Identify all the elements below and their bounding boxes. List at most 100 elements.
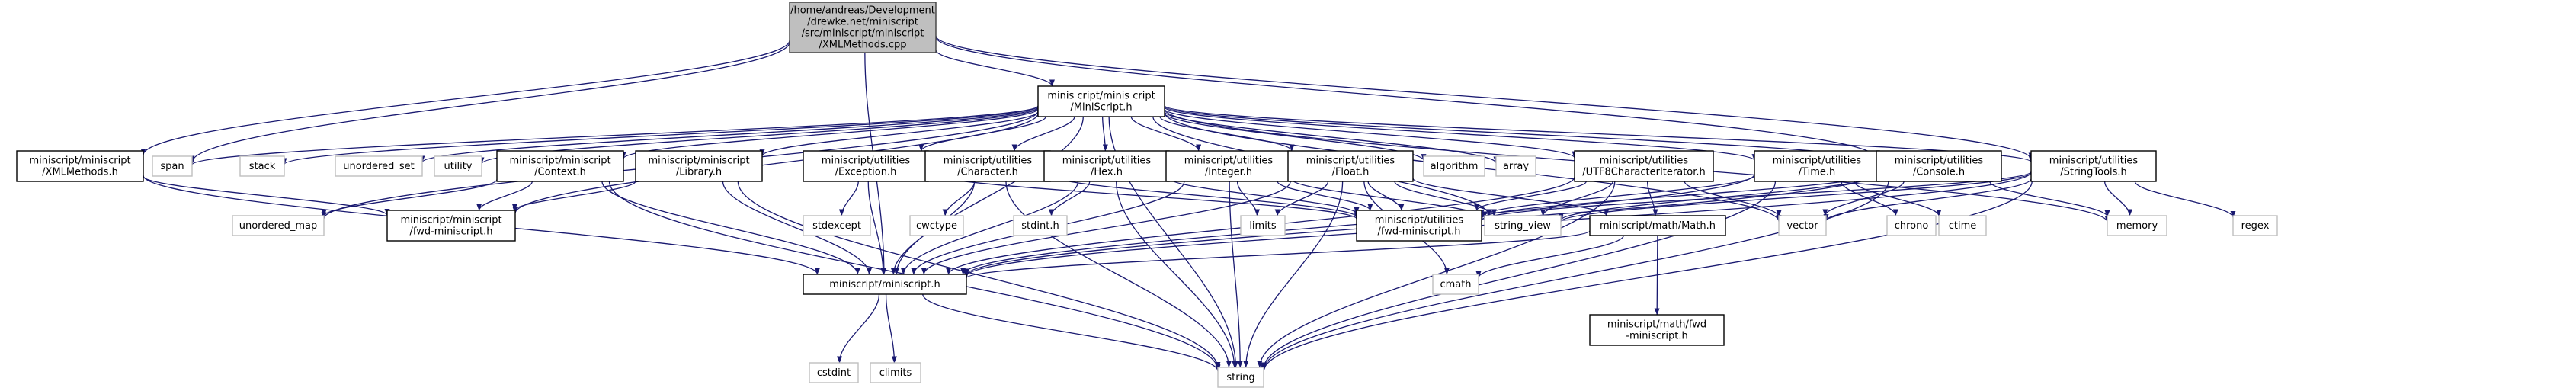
node-mathfwd[interactable]: miniscript/math/fwd-miniscript.h (1589, 314, 1725, 346)
node-chrono-label-0: chrono (1895, 220, 1929, 232)
node-character[interactable]: miniscript/utilities/Character.h (924, 150, 1051, 182)
node-fwdmini[interactable]: miniscript/miniscript/fwd-miniscript.h (386, 210, 516, 242)
node-hex[interactable]: miniscript/utilities/Hex.h (1043, 150, 1170, 182)
node-integer-label-1: /Integer.h (1205, 167, 1252, 178)
edge-character-to-string (1005, 181, 1232, 368)
node-context[interactable]: miniscript/miniscript/Context.h (496, 150, 624, 182)
node-utf8[interactable]: miniscript/utilities/UTF8CharacterIterat… (1574, 150, 1714, 182)
node-time-label-0: miniscript/utilities (1773, 155, 1862, 167)
node-console[interactable]: miniscript/utilities/Console.h (1876, 150, 2002, 182)
node-xmlmethods-box (16, 150, 144, 182)
edge-stringtools-to-vector (1823, 178, 2032, 222)
node-time[interactable]: miniscript/utilities/Time.h (1754, 150, 1880, 182)
node-uset: unordered_set (335, 155, 423, 177)
node-cstdint-label-0: cstdint (817, 367, 851, 379)
node-chrono-box (1886, 215, 1937, 236)
edge-hex-to-stdinth (1049, 181, 1091, 216)
node-array-label-0: array (1503, 161, 1529, 172)
edge-stringtools-to-stringview (1558, 171, 2032, 223)
edge-root-to-stringtools (935, 35, 2034, 160)
node-uset-label-0: unordered_set (343, 161, 414, 172)
node-umap-box (232, 215, 325, 236)
node-uset-box (335, 155, 423, 177)
node-root[interactable]: /home/andreas/Development/drewke.net/min… (789, 2, 937, 53)
node-minis-label-1: /MiniScript.h (1070, 102, 1132, 114)
node-cstdint: cstdint (809, 362, 859, 383)
node-library[interactable]: miniscript/miniscript/Library.h (635, 150, 763, 182)
node-xmlmethods[interactable]: miniscript/miniscript/XMLMethods.h (16, 150, 144, 182)
node-xmlmethods-label-0: miniscript/miniscript (29, 155, 130, 167)
node-cstdint-box (809, 362, 859, 383)
node-fwdutil[interactable]: miniscript/utilities/fwd-miniscript.h (1356, 210, 1482, 242)
node-stdinth: stdint.h (1013, 215, 1068, 236)
edge-stringtools-to-string (1261, 181, 2033, 373)
node-cwctype-box (909, 215, 964, 236)
edge-hex-to-string (1116, 181, 1238, 368)
node-minis-label-0: minis cript/minis cript (1047, 91, 1155, 102)
edge-console-to-memory (1989, 181, 2110, 217)
node-algorithm-box (1423, 155, 1485, 177)
node-integer[interactable]: miniscript/utilities/Integer.h (1165, 150, 1292, 182)
edge-integer-to-fwdutil (1277, 181, 1373, 211)
node-memory-box (2107, 215, 2167, 236)
node-stringtools[interactable]: miniscript/utilities/StringTools.h (2030, 150, 2157, 182)
node-root-label-1: /drewke.net/miniscript (807, 17, 918, 28)
node-stack: stack (239, 155, 285, 177)
edge-root-to-minis (935, 50, 1055, 87)
node-float-label-0: miniscript/utilities (1306, 155, 1395, 167)
edge-minis-to-utf8 (1164, 108, 1578, 159)
edge-hex-to-fwdutil (1168, 177, 1360, 215)
node-string: string (1217, 367, 1264, 388)
node-minish[interactable]: miniscript/miniscript.h (803, 274, 967, 295)
node-exception[interactable]: miniscript/utilities/Exception.h (803, 150, 929, 182)
node-vector: vector (1778, 215, 1827, 236)
node-fwdutil-label-0: miniscript/utilities (1375, 215, 1464, 226)
node-ctime: ctime (1938, 215, 1987, 236)
edge-console-to-string (1261, 181, 1889, 371)
node-span-box (152, 155, 193, 177)
node-fwdutil-label-1: /fwd-miniscript.h (1377, 226, 1460, 238)
node-math-label-0: miniscript/math/Math.h (1600, 220, 1716, 232)
node-stringtools-label-0: miniscript/utilities (2049, 155, 2139, 167)
node-climits-label-0: climits (879, 367, 912, 379)
node-hex-label-1: /Hex.h (1091, 167, 1123, 178)
node-mathfwd-label-1: -miniscript.h (1626, 331, 1687, 342)
node-context-label-0: miniscript/miniscript (509, 155, 610, 167)
edge-minis-to-fwdmini (512, 113, 1039, 214)
edge-xmlmethods-to-fwdmini (143, 175, 390, 216)
node-utf8-box (1574, 150, 1714, 182)
edge-time-to-fwdutil (1479, 175, 1755, 217)
node-mathfwd-label-0: miniscript/math/fwd (1607, 319, 1706, 331)
node-math[interactable]: miniscript/math/Math.h (1589, 215, 1726, 236)
node-stack-label-0: stack (249, 161, 276, 172)
node-regex-box (2232, 215, 2278, 236)
node-root-label-0: /home/andreas/Development (790, 5, 935, 17)
node-utility: utility (434, 155, 482, 177)
node-algorithm-label-0: algorithm (1431, 161, 1479, 172)
node-regex: regex (2232, 215, 2278, 236)
node-stringview-label-0: string_view (1495, 220, 1551, 232)
node-utility-label-0: utility (444, 161, 473, 172)
node-console-box (1876, 150, 2002, 182)
node-utf8-label-1: /UTF8CharacterIterator.h (1582, 167, 1706, 178)
node-fwdmini-box (386, 210, 516, 242)
node-limits-label-0: limits (1249, 220, 1277, 232)
node-fwdmini-label-0: miniscript/miniscript (400, 215, 501, 226)
node-fwdmini-label-1: /fwd-miniscript.h (409, 226, 492, 238)
edge-library-to-fwdmini (511, 181, 636, 211)
node-stdinth-box (1013, 215, 1068, 236)
node-ctime-label-0: ctime (1949, 220, 1977, 232)
edge-minis-to-float (1159, 116, 1295, 152)
node-float-box (1287, 150, 1414, 182)
node-float[interactable]: miniscript/utilities/Float.h (1287, 150, 1414, 182)
node-stdexcept: stdexcept (803, 215, 871, 236)
node-stdexcept-label-0: stdexcept (812, 220, 861, 232)
node-context-box (496, 150, 624, 182)
node-time-label-1: /Time.h (1799, 167, 1836, 178)
node-regex-label-0: regex (2241, 220, 2270, 232)
edge-float-to-minish (921, 181, 1291, 275)
node-character-label-0: miniscript/utilities (944, 155, 1033, 167)
node-chrono: chrono (1886, 215, 1937, 236)
edge-integer-to-string (1229, 181, 1243, 368)
node-minis[interactable]: minis cript/minis cript/MiniScript.h (1037, 85, 1165, 117)
